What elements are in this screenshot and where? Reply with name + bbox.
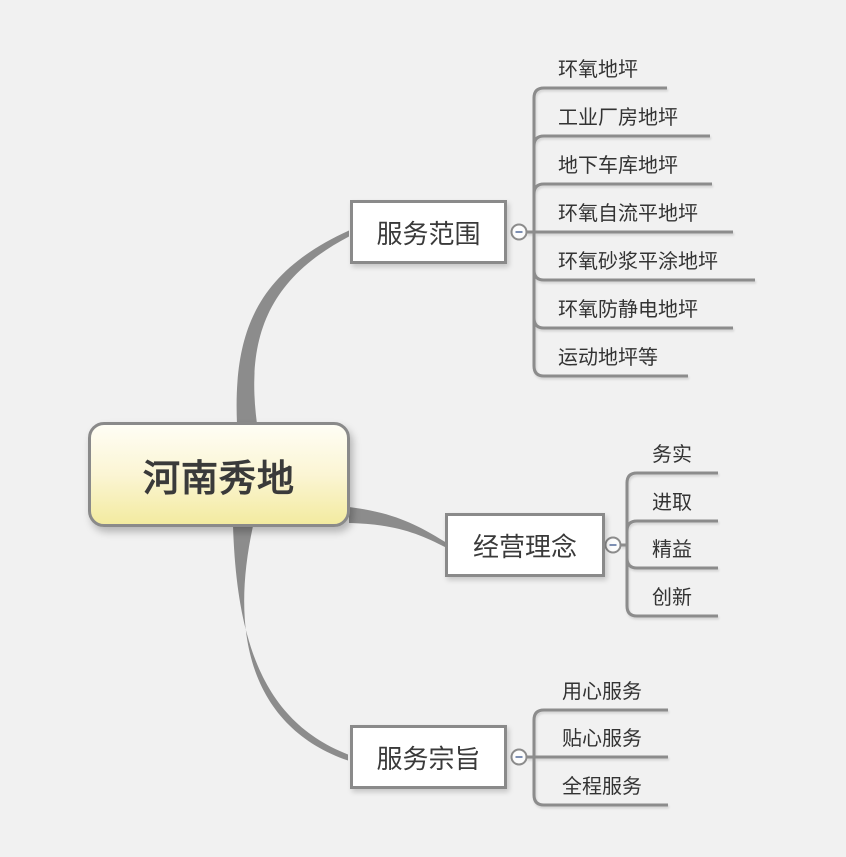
child-topic-label[interactable]: 用心服务 bbox=[562, 681, 642, 703]
branch-topic-label: 服务范围 bbox=[376, 218, 481, 249]
root-topic[interactable]: 河南秀地 bbox=[88, 422, 350, 527]
child-topic-line bbox=[526, 755, 668, 807]
child-topic-label[interactable]: 务实 bbox=[652, 444, 692, 466]
child-topic-label[interactable]: 创新 bbox=[652, 587, 692, 609]
child-topic-line bbox=[620, 519, 718, 547]
branch-topic-service-scope[interactable]: 服务范围 bbox=[350, 200, 507, 264]
child-topic-label[interactable]: 地下车库地坪 bbox=[558, 155, 678, 177]
child-topic-label[interactable]: 运动地坪等 bbox=[558, 347, 658, 369]
child-topic-line bbox=[620, 543, 718, 618]
trunk-connector bbox=[233, 526, 348, 761]
child-topic-label[interactable]: 全程服务 bbox=[562, 776, 642, 798]
child-topic-line bbox=[526, 86, 667, 234]
collapse-toggle[interactable] bbox=[510, 223, 528, 241]
collapse-toggle[interactable] bbox=[510, 748, 528, 766]
child-bracket-group bbox=[526, 708, 668, 807]
child-topic-line bbox=[526, 134, 710, 234]
child-topic-label[interactable]: 贴心服务 bbox=[562, 728, 642, 750]
trunk-connector bbox=[349, 507, 446, 548]
branch-topic-business-philosophy[interactable]: 经营理念 bbox=[445, 513, 605, 577]
child-topic-label[interactable]: 环氧地坪 bbox=[558, 59, 638, 81]
child-topic-label[interactable]: 进取 bbox=[652, 492, 692, 514]
branch-topic-label: 经营理念 bbox=[472, 531, 577, 562]
child-topic-label[interactable]: 环氧砂浆平涂地坪 bbox=[558, 251, 718, 273]
child-topic-label[interactable]: 精益 bbox=[652, 539, 692, 561]
branch-topic-label: 服务宗旨 bbox=[376, 743, 481, 774]
child-topic-line bbox=[526, 708, 668, 759]
collapse-toggle[interactable] bbox=[604, 536, 622, 554]
child-topic-label[interactable]: 环氧防静电地坪 bbox=[558, 299, 698, 321]
branch-topic-service-tenet[interactable]: 服务宗旨 bbox=[350, 725, 507, 789]
child-topic-line bbox=[526, 182, 712, 234]
child-bracket-group bbox=[526, 86, 755, 378]
trunk-connector bbox=[236, 230, 349, 424]
child-topic-label[interactable]: 工业厂房地坪 bbox=[558, 107, 678, 129]
child-bracket-group bbox=[620, 471, 718, 618]
child-topic-line bbox=[526, 230, 688, 378]
root-topic-label: 河南秀地 bbox=[143, 457, 295, 499]
child-topic-label[interactable]: 环氧自流平地坪 bbox=[558, 203, 698, 225]
child-topic-line bbox=[620, 471, 718, 547]
